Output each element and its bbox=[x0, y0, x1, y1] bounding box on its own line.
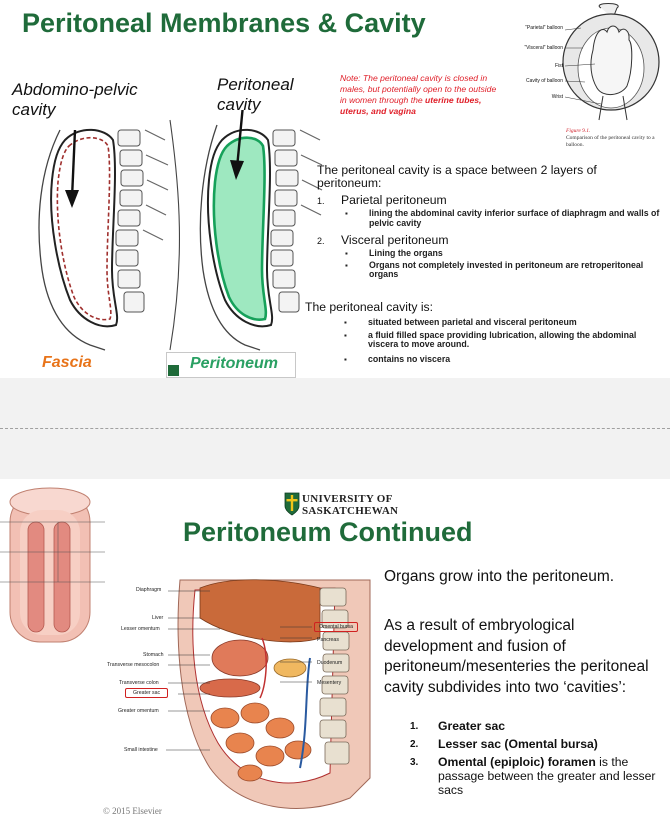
cavity-list-item: 1. Greater sac bbox=[410, 719, 660, 733]
peritoneal-cavity-description: The peritoneal cavity is a space between… bbox=[317, 164, 662, 280]
anatomy-label-diaphragm: Diaphragm bbox=[136, 587, 161, 593]
layer-detail: ▪ lining the abdominal cavity inferior su… bbox=[317, 209, 662, 228]
abdominopelvic-cavity-label: Abdomino-pelvic cavity bbox=[12, 80, 172, 120]
balloon-label-wrist: Wrist bbox=[508, 94, 563, 100]
legend-peritoneum: Peritoneum bbox=[190, 355, 278, 373]
cavity-point-text: situated between parietal and visceral p… bbox=[368, 317, 577, 327]
cavity-point: ▪ a fluid filled space providing lubricat… bbox=[305, 331, 663, 350]
anatomy-label-greater-omentum: Greater omentum bbox=[118, 708, 159, 714]
embryology-text: As a result of embryological development… bbox=[384, 616, 664, 698]
balloon-label-parietal: “Parietal” balloon bbox=[508, 25, 563, 31]
layer-detail: ▪ Lining the organs bbox=[317, 249, 662, 259]
anatomy-label-omental-bursa: Omental bursa bbox=[314, 622, 358, 632]
slide2-title: Peritoneum Continued bbox=[183, 517, 473, 548]
anatomy-label-transverse-colon: Transverse colon bbox=[119, 680, 159, 686]
cavity-list-item: 3.Omental (epiploic) foramen is the pass… bbox=[410, 755, 660, 797]
bullet-icon: ▪ bbox=[344, 318, 347, 328]
university-name-line2: SASKATCHEWAN bbox=[302, 505, 398, 517]
cavity-point: ▪ contains no viscera bbox=[305, 355, 663, 365]
cavity-is-heading: The peritoneal cavity is: bbox=[305, 300, 663, 314]
copyright-text: © 2015 Elsevier bbox=[103, 806, 162, 816]
bullet-icon: ▪ bbox=[345, 249, 348, 259]
university-name-line1: UNIVERSITY OF bbox=[302, 493, 393, 505]
balloon-label-fist: Fist bbox=[508, 63, 563, 69]
cavity-point-text: a fluid filled space providing lubricati… bbox=[368, 330, 636, 350]
peritoneal-cavity-label: Peritoneal cavity bbox=[217, 75, 337, 115]
cavity-points-list: ▪ situated between parietal and visceral … bbox=[305, 316, 663, 364]
spine-illustration bbox=[116, 130, 144, 312]
cavity-point: ▪ situated between parietal and visceral … bbox=[305, 318, 663, 328]
peritoneum-tube-illustration bbox=[0, 482, 110, 662]
bullet-icon: ▪ bbox=[345, 261, 348, 271]
note-text: Note: The peritoneal cavity is closed in… bbox=[340, 73, 500, 117]
spine-illustration bbox=[271, 130, 299, 312]
layer-item: 2. Visceral peritoneum bbox=[317, 234, 662, 247]
cavity-point-text: contains no viscera bbox=[368, 354, 450, 364]
anatomy-label-stomach: Stomach bbox=[143, 652, 163, 658]
bullet-icon: ▪ bbox=[345, 209, 348, 219]
page-break-divider bbox=[0, 428, 670, 429]
layer-number: 2. bbox=[317, 235, 325, 248]
list-number: 2. bbox=[410, 738, 418, 752]
anatomy-label-transverse-mesocolon: Transverse mesocolon bbox=[107, 662, 159, 668]
bullet-icon: ▪ bbox=[344, 355, 347, 365]
anatomy-label-duodenum: Duodenum bbox=[317, 660, 342, 666]
abdominopelvic-cavity-diagram bbox=[20, 110, 195, 360]
cavities-list: 1. Greater sac 2. Lesser sac (Omental burs… bbox=[410, 719, 660, 801]
list-number: 3. bbox=[410, 756, 418, 770]
layer-detail: ▪ Organs not completely invested in perit… bbox=[317, 261, 662, 280]
layer-name: Visceral peritoneum bbox=[341, 233, 449, 247]
balloon-label-cavity: Cavity of balloon bbox=[505, 78, 563, 84]
list-number: 1. bbox=[410, 720, 418, 734]
anatomy-label-liver: Liver bbox=[152, 615, 163, 621]
layer-number: 1. bbox=[317, 195, 325, 208]
bullet-icon: ▪ bbox=[344, 331, 347, 341]
organs-grow-text: Organs grow into the peritoneum. bbox=[384, 567, 664, 587]
layer-item: 1. Parietal peritoneum bbox=[317, 194, 662, 207]
figure-caption-text: Comparison of the peritoneal cavity to a… bbox=[566, 135, 666, 149]
anatomy-label-greater-sac: Greater sac bbox=[125, 688, 168, 698]
intro-text: The peritoneal cavity is a space between… bbox=[317, 164, 662, 190]
legend-fascia: Fascia bbox=[42, 354, 92, 372]
slide1-title: Peritoneal Membranes & Cavity bbox=[22, 8, 426, 39]
anatomy-label-lesser-omentum: Lesser omentum bbox=[121, 626, 160, 632]
layer-name: Parietal peritoneum bbox=[341, 193, 447, 207]
list-bold: Greater sac bbox=[438, 719, 505, 733]
list-bold: Omental (epiploic) foramen bbox=[438, 755, 596, 769]
layer-detail-text: Organs not completely invested in perito… bbox=[369, 260, 643, 280]
layer-detail-text: Lining the organs bbox=[369, 248, 443, 258]
figure-caption: Figure 9.1.Comparison of the peritoneal … bbox=[566, 128, 666, 149]
list-bold: Lesser sac (Omental bursa) bbox=[438, 737, 598, 751]
balloon-label-visceral: “Visceral” balloon bbox=[508, 45, 563, 51]
anatomy-label-mesentery: Mesentery bbox=[317, 680, 341, 686]
anatomy-label-pancreas: Pancreas bbox=[317, 637, 339, 643]
figure-number: Figure 9.1. bbox=[566, 128, 666, 135]
university-crest-icon bbox=[284, 492, 300, 516]
legend-swatch-icon bbox=[168, 365, 179, 376]
cavity-list-item: 2. Lesser sac (Omental bursa) bbox=[410, 737, 660, 751]
anatomy-label-small-intestine: Small intestine bbox=[124, 747, 158, 753]
anatomy-leader-lines bbox=[100, 585, 390, 755]
layer-detail-text: lining the abdominal cavity inferior sur… bbox=[369, 208, 659, 228]
